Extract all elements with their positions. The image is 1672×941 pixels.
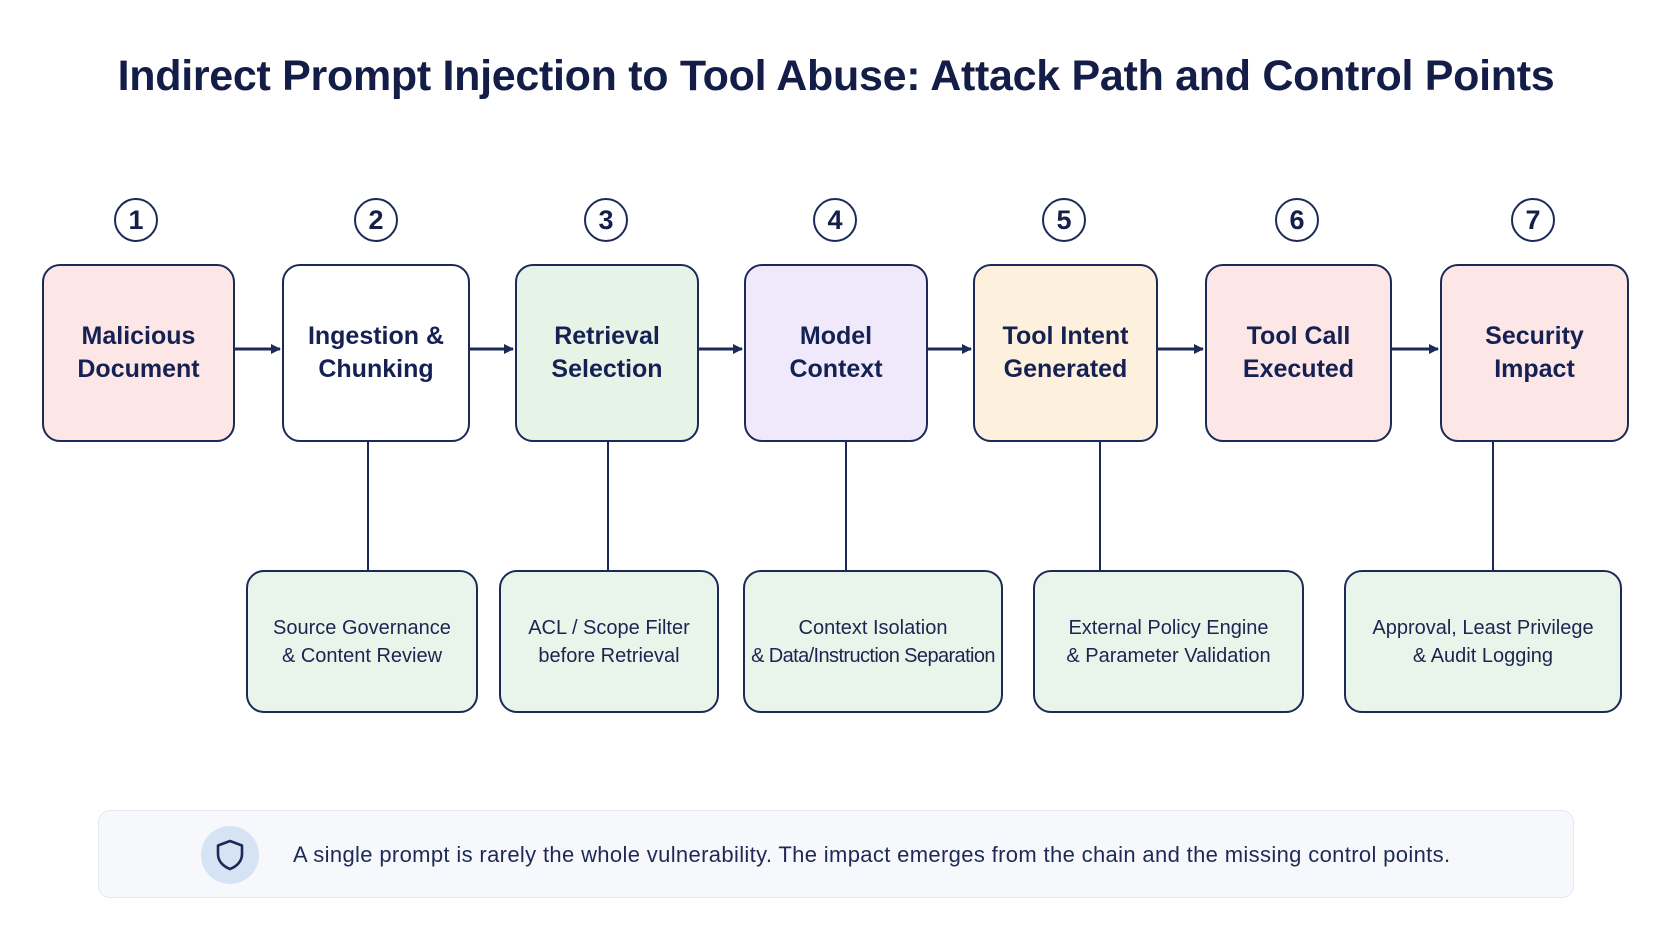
control-connector [1099, 442, 1101, 570]
control-label-line1: Source Governance [273, 616, 451, 639]
control-connector [367, 442, 369, 570]
step-label-line2: Impact [1494, 355, 1575, 383]
step-label-line2: Context [789, 355, 883, 383]
step-number-badge: 1 [114, 198, 158, 242]
summary-note-text: A single prompt is rarely the whole vuln… [293, 842, 1451, 867]
control-label-line2: & Audit Logging [1412, 644, 1554, 667]
step-label-line1: Security [1485, 322, 1584, 350]
step-label-line1: Ingestion & [307, 322, 445, 350]
control-acl-scope-filter: ACL / Scope Filter before Retrieval [499, 570, 719, 713]
step-label-line1: Tool Intent [1002, 322, 1129, 350]
control-label-line1: Approval, Least Privilege [1372, 616, 1594, 639]
step-label-line2: Chunking [318, 355, 434, 383]
step-label-line1: Tool Call [1246, 322, 1351, 350]
control-label-line2: before Retrieval [538, 644, 680, 667]
shield-icon [201, 826, 259, 884]
control-external-policy-engine: External Policy Engine & Parameter Valida… [1033, 570, 1304, 713]
step-number-badge: 4 [813, 198, 857, 242]
step-label-line2: Executed [1242, 355, 1355, 383]
step-label-line2: Document [77, 355, 200, 383]
control-connector [845, 442, 847, 570]
control-label-line2: & Data/Instruction Separation [751, 644, 995, 667]
step-number-badge: 5 [1042, 198, 1086, 242]
control-context-isolation: Context Isolation & Data/Instruction Sepa… [743, 570, 1003, 713]
step-number-badge: 6 [1275, 198, 1319, 242]
control-label-line1: Context Isolation [798, 616, 948, 639]
step-number-badge: 7 [1511, 198, 1555, 242]
control-source-governance: Source Governance & Content Review [246, 570, 478, 713]
step-number-badge: 2 [354, 198, 398, 242]
step-number-badge: 3 [584, 198, 628, 242]
control-label-line1: External Policy Engine [1068, 616, 1269, 639]
control-label-line2: & Parameter Validation [1066, 644, 1271, 667]
step-label-line1: Retrieval [554, 322, 660, 350]
step-label-line2: Generated [1003, 355, 1128, 383]
control-connector [1492, 442, 1494, 570]
summary-note: A single prompt is rarely the whole vuln… [98, 810, 1574, 898]
step-ingestion-chunking: Ingestion & Chunking [282, 264, 470, 442]
control-approval-least-privilege: Approval, Least Privilege & Audit Logging [1344, 570, 1622, 713]
control-connector [607, 442, 609, 570]
diagram-title: Indirect Prompt Injection to Tool Abuse:… [117, 52, 1555, 100]
step-label-line1: Model [799, 322, 873, 350]
step-label-line2: Selection [551, 355, 663, 383]
control-label-line2: & Content Review [281, 644, 443, 667]
step-label-line1: Malicious [81, 322, 196, 350]
control-label-line1: ACL / Scope Filter [528, 616, 690, 639]
